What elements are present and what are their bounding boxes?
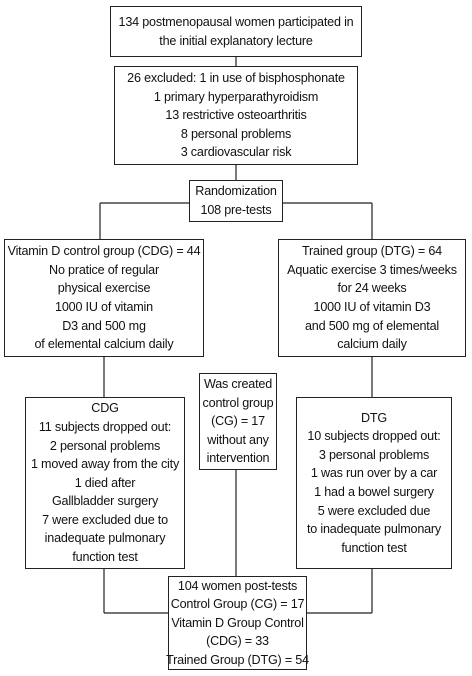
text-line: 2 personal problems bbox=[49, 438, 161, 453]
text-line: 1000 IU of vitamin bbox=[55, 300, 153, 314]
text-line: inadequate pulmonary bbox=[44, 531, 166, 546]
text-line: 3 personal problems bbox=[318, 447, 430, 462]
text-line: 1 moved away from the city bbox=[30, 457, 180, 472]
text-line: of elemental calcium daily bbox=[34, 337, 174, 352]
text-line: Aquatic exercise 3 times/weeks bbox=[287, 262, 457, 277]
excluded-box: 26 excluded: 1 in use of bisphosphonate … bbox=[114, 66, 358, 165]
text-line: 1 was run over by a car bbox=[310, 466, 438, 481]
text-line: for 24 weeks bbox=[337, 281, 407, 296]
text-line: 13 restrictive osteoarthritis bbox=[165, 108, 307, 123]
text-line: 1 had a bowel surgery bbox=[314, 485, 434, 499]
text-line: and 500 mg of elemental bbox=[304, 318, 440, 333]
text-line: 108 pre-tests bbox=[200, 203, 272, 217]
post-tests-box: 104 women post-tests Control Group (CG) … bbox=[166, 576, 309, 670]
text-line: 1 primary hyperparathyroidism bbox=[153, 89, 319, 104]
text-line: control group bbox=[202, 395, 274, 410]
text-line: Gallbladder surgery bbox=[51, 494, 159, 509]
dtg-dropout-box: DTG 10 subjects dropped out: 3 personal … bbox=[296, 397, 452, 569]
text-line: calcium daily bbox=[337, 337, 407, 352]
text-line: 7 were excluded due to bbox=[42, 512, 168, 527]
cg-box: Was created control group (CG) = 17 with… bbox=[199, 373, 277, 470]
text-line: 1 died after bbox=[74, 475, 136, 490]
text-line: Control Group (CG) = 17 bbox=[170, 597, 305, 612]
text-line: Trained group (DTG) = 64 bbox=[302, 244, 442, 259]
text-line: to inadequate pulmonary bbox=[306, 522, 442, 537]
text-line: Was created bbox=[203, 377, 273, 392]
text-line: 5 were excluded due bbox=[317, 503, 431, 518]
dtg-box: Trained group (DTG) = 64 Aquatic exercis… bbox=[278, 239, 466, 357]
text-line: the initial explanatory lecture bbox=[159, 33, 313, 48]
text-line: 134 postmenopausal women participated in bbox=[118, 14, 354, 29]
text-line: 3 cardiovascular risk bbox=[180, 145, 292, 160]
text-line: 104 women post-tests bbox=[177, 578, 298, 593]
text-line: 8 personal problems bbox=[180, 126, 292, 141]
text-line: No pratice of regular bbox=[49, 262, 159, 277]
text-line: Vitamin D Group Control bbox=[171, 615, 304, 630]
text-line: intervention bbox=[206, 451, 270, 466]
text-line: Randomization bbox=[195, 184, 277, 199]
randomization-box: Randomization 108 pre-tests bbox=[189, 180, 283, 222]
text-line: 10 subjects dropped out: bbox=[307, 429, 441, 444]
text-line: Vitamin D control group (CDG) = 44 bbox=[7, 244, 201, 259]
text-line: function test bbox=[72, 550, 138, 565]
text-line: (CDG) = 33 bbox=[206, 634, 269, 649]
text-line: (CG) = 17 bbox=[211, 414, 265, 429]
text-line: without any bbox=[207, 432, 269, 447]
text-line: 11 subjects dropped out: bbox=[38, 419, 172, 434]
text-line: function test bbox=[341, 540, 407, 555]
text-line: 26 excluded: 1 in use of bisphosphonate bbox=[127, 71, 345, 86]
text-line: D3 and 500 mg bbox=[62, 318, 146, 333]
text-line: 1000 IU of vitamin D3 bbox=[313, 300, 431, 314]
cdg-box: Vitamin D control group (CDG) = 44 No pr… bbox=[4, 239, 204, 357]
text-line: physical exercise bbox=[57, 281, 151, 296]
cdg-dropout-box: CDG 11 subjects dropped out: 2 personal … bbox=[25, 397, 185, 569]
initial-box: 134 postmenopausal women participated in… bbox=[110, 6, 362, 57]
text-line: CDG bbox=[91, 401, 119, 416]
text-line: Trained Group (DTG) = 54 bbox=[166, 652, 309, 667]
text-line: DTG bbox=[361, 410, 387, 425]
